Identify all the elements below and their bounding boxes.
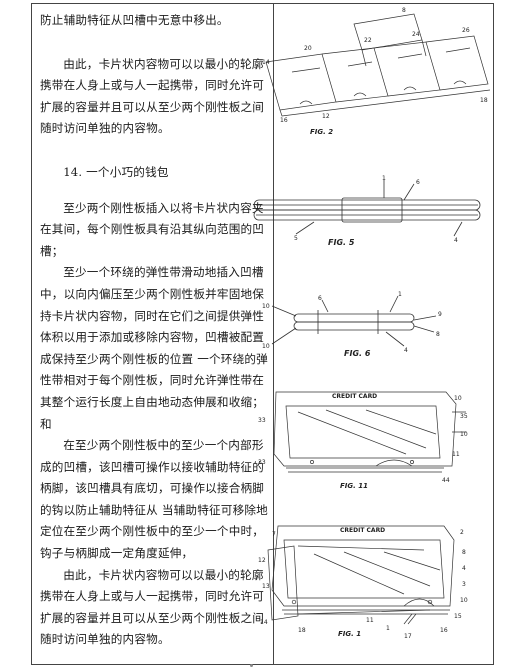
fig2-label: 18 bbox=[480, 97, 488, 104]
fig1-label: 7 bbox=[272, 531, 276, 538]
paragraph: 由此，卡片状内容物可以以最小的轮廓携带在人身上或与人一起携带，同时允许可扩展的容… bbox=[40, 56, 265, 136]
fig1-label: 17 bbox=[404, 633, 412, 640]
fig1-label: 10 bbox=[460, 597, 468, 604]
column-divider bbox=[273, 4, 274, 664]
fig1-label: 16 bbox=[440, 627, 448, 634]
fig6-label: 9 bbox=[438, 311, 442, 318]
text-column: 防止辅助特征从凹槽中无意中移出。 由此，卡片状内容物可以以最小的轮廓携带在人身上… bbox=[40, 10, 268, 651]
fig1-label: 14 bbox=[260, 619, 268, 626]
fig11-label: 35 bbox=[460, 413, 468, 420]
fig1-label: 4 bbox=[462, 565, 466, 572]
fig11-card-text: CREDIT CARD bbox=[332, 393, 377, 400]
fig6-label: 6 bbox=[318, 295, 322, 302]
fig6-label: 10 bbox=[262, 303, 270, 310]
fig11-label: 44 bbox=[442, 477, 450, 484]
figure-1: CREDIT CARD 14 18 7 12 13 2 8 4 3 10 15 … bbox=[254, 510, 478, 640]
fig1-label: 15 bbox=[454, 613, 462, 620]
paragraph: 由此，卡片状内容物可以以最小的轮廓携带在人身上或与人一起携带，同时允许可扩展的容… bbox=[40, 567, 265, 647]
fig11-label: 33 bbox=[258, 459, 266, 466]
fig11-caption: FIG. 11 bbox=[340, 482, 368, 490]
paragraph: 至少一个环绕的弹性带滑动地插入凹槽中，以向内偏压至少两个刚性板并牢固地保持卡片状… bbox=[40, 265, 268, 431]
fig1-label: 8 bbox=[462, 549, 466, 556]
fig2-label: 26 bbox=[462, 27, 470, 34]
fig11-label: 11 bbox=[452, 451, 460, 458]
fig1-label: 1 bbox=[386, 625, 390, 632]
fig5-label: 5 bbox=[294, 235, 298, 242]
fig5-label: 1 bbox=[382, 175, 386, 182]
fig1-label: 3 bbox=[462, 581, 466, 588]
fig2-caption: FIG. 2 bbox=[310, 128, 333, 136]
fig11-label: 10 bbox=[454, 395, 462, 402]
fig1-caption: FIG. 1 bbox=[338, 630, 361, 638]
figure-5: 1 6 5 4 FIG. 5 bbox=[250, 172, 486, 256]
paragraph: 防止辅助特征从凹槽中无意中移出。 bbox=[40, 13, 229, 27]
figure-11: CREDIT CARD 33 10 35 10 11 33 44 FIG. 11 bbox=[256, 382, 476, 494]
fig11-label: 10 bbox=[460, 431, 468, 438]
fig5-label: 4 bbox=[454, 237, 458, 244]
fig2-label: 24 bbox=[412, 31, 420, 38]
fig11-label: 33 bbox=[258, 417, 266, 424]
fig1-label: 18 bbox=[298, 627, 306, 634]
fig2-label: 8 bbox=[402, 7, 406, 14]
fig1-label: 12 bbox=[258, 557, 266, 564]
page-frame: 防止辅助特征从凹槽中无意中移出。 由此，卡片状内容物可以以最小的轮廓携带在人身上… bbox=[31, 3, 494, 665]
fig6-label: 4 bbox=[404, 347, 408, 354]
fig1-label: 13 bbox=[262, 583, 270, 590]
fig1-card-text: CREDIT CARD bbox=[340, 527, 385, 534]
fig2-label: 22 bbox=[364, 37, 372, 44]
paragraph: 至少两个刚性板插入以将卡片状内容夹在其间，每个刚性板具有沿其纵向范围的凹槽； bbox=[40, 200, 265, 258]
fig2-label: 16 bbox=[280, 117, 288, 124]
fig6-caption: FIG. 6 bbox=[344, 349, 371, 358]
fig1-label: 2 bbox=[460, 529, 464, 536]
page-dot bbox=[250, 664, 253, 667]
fig6-label: 8 bbox=[436, 331, 440, 338]
paragraph: 在至少两个刚性板中的至少一个内部形成的凹槽，该凹槽可操作以接收辅助特征的柄脚，该… bbox=[40, 438, 268, 561]
fig6-label: 10 bbox=[262, 343, 270, 350]
figure-2: 14 16 20 22 24 26 18 8 12 FIG. 2 bbox=[262, 6, 490, 138]
fig2-label: 14 bbox=[262, 59, 270, 66]
fig5-caption: FIG. 5 bbox=[328, 238, 355, 247]
claim-heading: 14. 一个小巧的钱包 bbox=[63, 164, 169, 179]
fig2-label: 20 bbox=[304, 45, 312, 52]
fig2-label: 12 bbox=[322, 113, 330, 120]
fig1-label: 11 bbox=[366, 617, 374, 624]
figure-6: 10 6 1 9 8 10 4 FIG. 6 bbox=[258, 290, 458, 362]
fig5-label: 6 bbox=[416, 179, 420, 186]
fig6-label: 1 bbox=[398, 291, 402, 298]
